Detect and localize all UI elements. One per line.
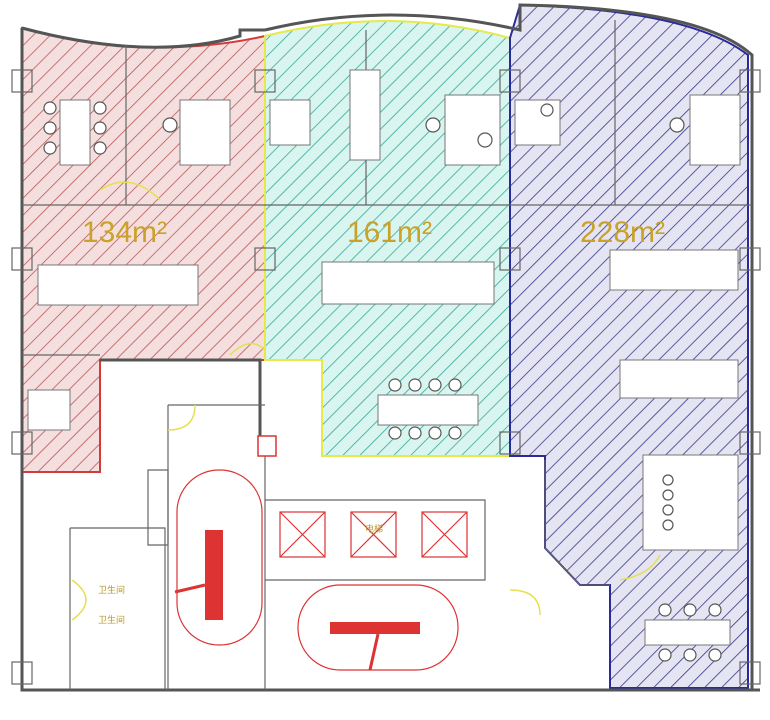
furniture — [27, 69, 741, 662]
restroom-label-lower: 卫生间 — [98, 614, 125, 626]
restroom-label-upper: 卫生间 — [98, 584, 125, 596]
zone-134-area-label: 134m² — [82, 216, 167, 249]
elevator-label: 电梯 — [365, 523, 383, 535]
walls — [11, 3, 761, 692]
elevators — [279, 511, 468, 558]
core — [71, 181, 661, 671]
zone-161-area-label: 161m² — [347, 216, 432, 249]
zone-228-area-label: 228m² — [580, 216, 665, 249]
